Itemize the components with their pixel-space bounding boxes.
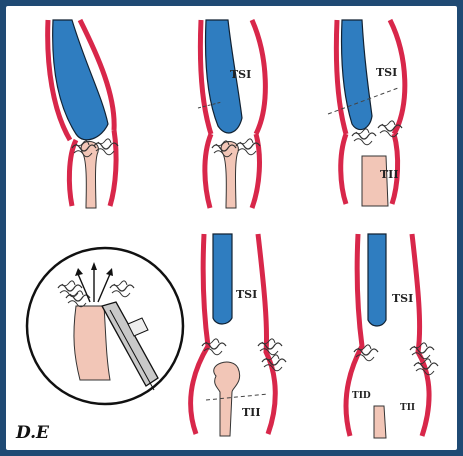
panel-5-vessel: TSI TII <box>191 234 286 436</box>
panel-5-label-tsi: TSI <box>236 288 257 301</box>
artist-signature: D.E <box>15 423 50 443</box>
panel-6-label-tid: TID <box>352 391 371 401</box>
panel-3-vessel: TSI TII <box>328 20 405 206</box>
panel-6-label-tii: TII <box>400 403 415 413</box>
panel-3-label-tsi: TSI <box>376 66 397 79</box>
panel-6-label-tsi: TSI <box>392 292 413 305</box>
panel-2-label-tsi: TSI <box>230 68 251 81</box>
panel-5-label-tii: TII <box>242 406 260 419</box>
panel-2-vessel: TSI <box>198 20 265 208</box>
surgical-diagram: TSI TSI TII <box>6 6 457 450</box>
panel-3-label-tii: TII <box>380 168 398 181</box>
illustration-frame: TSI TSI TII <box>6 6 457 450</box>
panel-6-vessel: TSI TID TII <box>346 234 438 438</box>
panel-4-inset-forceps <box>27 248 183 404</box>
panel-1-intact-vessel <box>48 20 118 208</box>
